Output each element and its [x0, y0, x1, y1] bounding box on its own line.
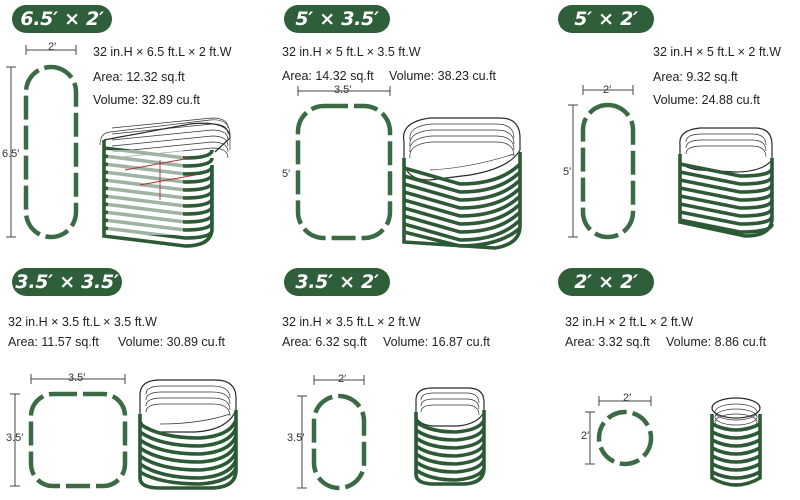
raised-bed-3d	[414, 387, 486, 486]
width-label: 2′	[48, 41, 57, 53]
top-view-outline	[23, 64, 79, 240]
size-badge-5x2: 5′ × 2′	[558, 5, 654, 33]
top-view-outline	[295, 103, 393, 241]
size-badge-6.5x2: 6.5′ × 2′	[12, 5, 112, 33]
size-badge-3.5x3.5: 3.5′ × 3.5′	[12, 268, 122, 296]
spec-volume: Volume: 16.87 cu.ft	[383, 335, 491, 349]
top-view-outline	[311, 393, 367, 491]
top-view-outline	[596, 409, 654, 467]
raised-bed-3d	[678, 127, 774, 238]
size-badge-2x2: 2′ × 2′	[558, 268, 654, 296]
top-view-outline	[28, 391, 128, 489]
width-label: 2′	[338, 373, 347, 385]
spec-volume: Volume: 32.89 cu.ft	[93, 93, 201, 107]
spec-area: Area: 9.32 sq.ft	[653, 70, 738, 84]
spec-dimensions: 32 in.H × 5 ft.L × 3.5 ft.W	[282, 45, 421, 59]
width-label: 3.5′	[68, 372, 86, 384]
dimension-lines	[6, 45, 77, 238]
spec-dimensions: 32 in.H × 3.5 ft.L × 3.5 ft.W	[8, 315, 157, 329]
spec-area: Area: 12.32 sq.ft	[93, 70, 185, 84]
dimension-lines	[568, 85, 634, 238]
length-label: 3.5′	[287, 432, 305, 444]
dimension-lines	[10, 374, 126, 487]
length-label: 5′	[563, 166, 572, 178]
dimension-lines	[585, 396, 652, 465]
spec-dimensions: 32 in.H × 5 ft.L × 2 ft.W	[653, 45, 782, 59]
length-label: 2′	[581, 430, 590, 442]
raised-bed-3d	[402, 117, 522, 250]
size-badge-5x3.5: 5′ × 3.5′	[284, 5, 390, 33]
spec-area: Area: 11.57 sq.ft	[8, 335, 99, 349]
raised-bed-3d	[99, 117, 231, 248]
spec-area: Area: 6.32 sq.ft	[282, 335, 367, 349]
spec-volume: Volume: 30.89 cu.ft	[118, 335, 226, 349]
spec-area: Area: 14.32 sq.ft	[282, 69, 374, 83]
spec-volume: Volume: 24.88 cu.ft	[653, 93, 761, 107]
spec-dimensions: 32 in.H × 2 ft.L × 2 ft.W	[565, 315, 694, 329]
width-label: 3.5′	[334, 84, 352, 96]
spec-dimensions: 32 in.H × 3.5 ft.L × 2 ft.W	[282, 315, 421, 329]
size-badge-3.5x2: 3.5′ × 2′	[284, 268, 390, 296]
dimension-lines	[297, 375, 365, 489]
width-label: 2′	[623, 392, 632, 404]
dimension-lines	[297, 86, 391, 96]
spec-dimensions: 32 in.H × 6.5 ft.L × 2 ft.W	[93, 45, 232, 59]
raised-bed-3d	[138, 379, 238, 490]
length-label: 5′	[282, 168, 291, 180]
raised-bed-3d	[710, 397, 762, 487]
spec-area: Area: 3.32 sq.ft	[565, 335, 650, 349]
spec-volume: Volume: 38.23 cu.ft	[389, 69, 497, 83]
top-view-outline	[580, 102, 636, 240]
spec-volume: Volume: 8.86 cu.ft	[666, 335, 767, 349]
